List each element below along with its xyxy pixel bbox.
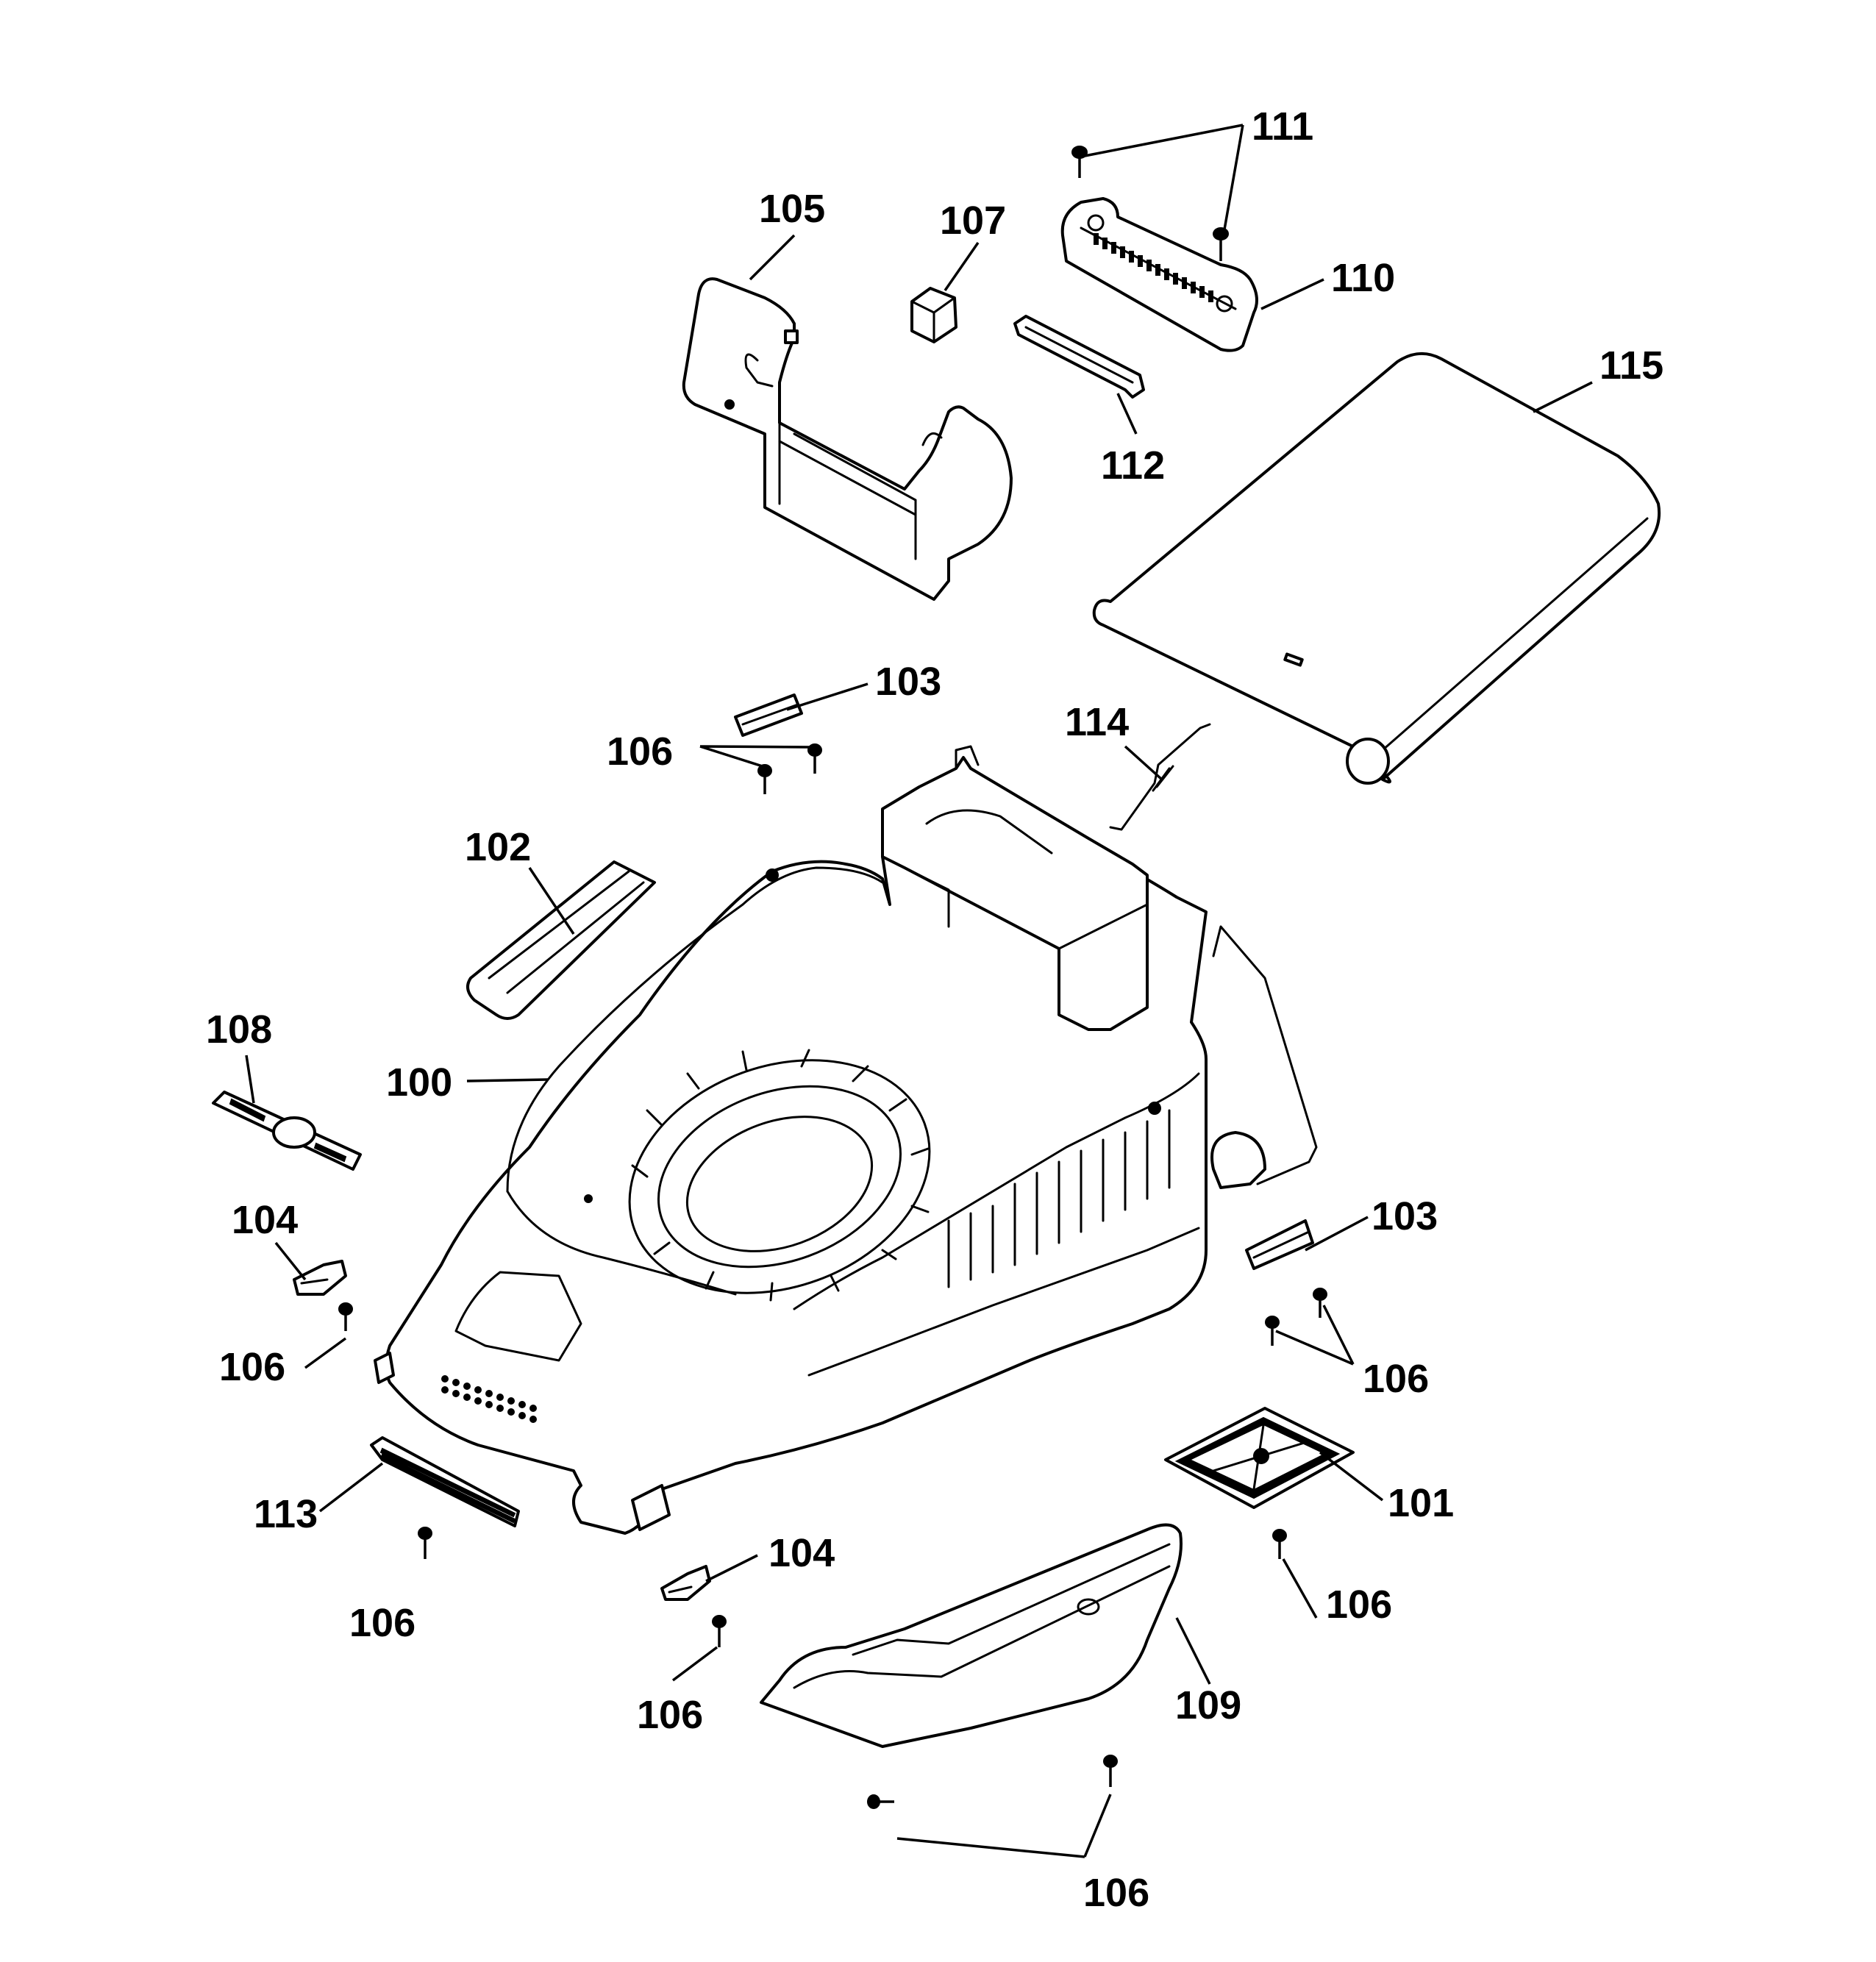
screw-106-3 — [338, 1302, 353, 1331]
screw-106-10 — [867, 1794, 894, 1809]
callout-104-left: 104 — [232, 1198, 298, 1242]
callout-114: 114 — [1065, 700, 1129, 744]
callout-108: 108 — [206, 1007, 272, 1052]
callout-100: 100 — [386, 1060, 452, 1105]
part-103-clip-lower — [1245, 1219, 1314, 1270]
callout-111: 111 — [1252, 104, 1313, 149]
callout-110: 110 — [1331, 256, 1395, 300]
part-104-latch-left — [293, 1260, 347, 1296]
screw-106-6 — [418, 1527, 432, 1559]
screw-106-5 — [1265, 1316, 1280, 1346]
callout-107: 107 — [940, 199, 1006, 243]
callout-112: 112 — [1101, 443, 1165, 488]
callout-labels: 111 105 107 110 115 112 103 106 114 102 … — [206, 104, 1663, 1915]
screw-111-a — [1071, 146, 1088, 178]
callout-101: 101 — [1388, 1481, 1454, 1525]
callout-106-right: 106 — [1363, 1357, 1429, 1401]
callout-104-right: 104 — [768, 1531, 835, 1575]
callout-106-bottom: 106 — [1083, 1871, 1149, 1915]
callout-106-front-right: 106 — [1326, 1583, 1392, 1627]
part-115-lid — [1092, 352, 1661, 785]
screw-106-4 — [1313, 1288, 1327, 1318]
part-113-front-grille — [370, 1436, 520, 1527]
part-108-badge — [212, 1091, 362, 1171]
callout-103-upper: 103 — [875, 660, 941, 704]
callout-103-lower: 103 — [1372, 1194, 1438, 1238]
callout-115: 115 — [1599, 343, 1663, 388]
leader-lines — [245, 124, 1593, 1858]
part-104-latch-right — [660, 1565, 711, 1601]
screw-106-1 — [807, 743, 822, 774]
part-103-clip-upper — [734, 693, 803, 737]
screw-106-2 — [757, 764, 772, 794]
screw-111-b — [1213, 227, 1229, 261]
part-109-rear-skirt — [760, 1523, 1183, 1748]
part-105-handle-bracket — [682, 277, 1013, 601]
screw-106-8 — [712, 1615, 727, 1647]
callout-106-left: 106 — [219, 1345, 285, 1389]
part-100-mower-deck — [374, 745, 1318, 1535]
callout-106-upper: 106 — [607, 729, 673, 774]
screw-106-9 — [1103, 1755, 1118, 1787]
part-110-handle-cover — [1060, 197, 1258, 352]
screw-106-7 — [1272, 1529, 1287, 1559]
part-112-clip — [1013, 315, 1145, 399]
part-102-cover-strip — [466, 860, 656, 1020]
callout-106-center: 106 — [637, 1693, 703, 1737]
callout-106-front-left: 106 — [349, 1601, 415, 1645]
part-107-block — [910, 287, 957, 343]
part-101-flap — [1164, 1407, 1355, 1509]
callout-113: 113 — [254, 1492, 318, 1536]
callout-105: 105 — [759, 187, 825, 231]
callout-109: 109 — [1175, 1683, 1241, 1727]
callout-102: 102 — [465, 825, 531, 869]
